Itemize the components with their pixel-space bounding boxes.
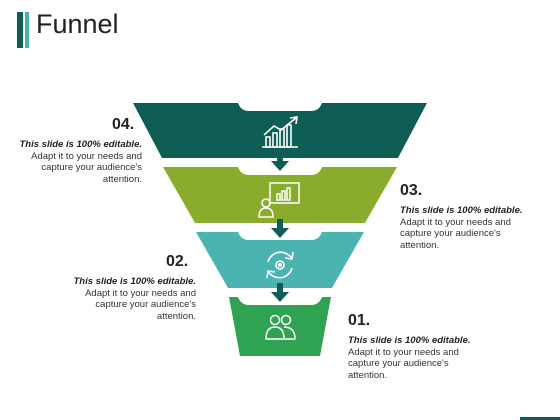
stage-lead-01: This slide is 100% editable. xyxy=(348,335,471,346)
stage-lead-04: This slide is 100% editable. xyxy=(19,139,143,150)
stage-number-04: 04. xyxy=(112,116,135,133)
presentation-icon xyxy=(258,182,300,218)
stage-number-03: 03. xyxy=(400,182,423,199)
title-accent-bar xyxy=(17,12,23,48)
title-accent-bar-light xyxy=(25,12,29,48)
refresh-gear-icon xyxy=(266,251,294,279)
funnel-stage-01 xyxy=(229,297,331,356)
stage-label-03: 03. This slide is 100% editable. Adapt i… xyxy=(400,182,530,251)
stage-number-02: 02. xyxy=(166,253,189,270)
stage-number-01: 01. xyxy=(348,312,371,329)
stage-body-01: Adapt it to your needs and capture your … xyxy=(348,346,459,381)
corner-accent xyxy=(520,417,560,420)
stage-label-01: 01. This slide is 100% editable. Adapt i… xyxy=(348,312,478,381)
connector-arrow-02-01 xyxy=(271,283,289,302)
stage-label-04: 04. This slide is 100% editable. Adapt i… xyxy=(12,116,143,185)
stage-body-03: Adapt it to your needs and capture your … xyxy=(400,216,511,251)
funnel-stage-02 xyxy=(196,232,364,288)
growth-chart-icon xyxy=(262,116,298,148)
stage-lead-02: This slide is 100% editable. xyxy=(73,276,197,287)
stage-body-02: Adapt it to your needs and capture your … xyxy=(85,287,196,322)
stage-body-04: Adapt it to your needs and capture your … xyxy=(31,150,142,185)
stage-label-02: 02. This slide is 100% editable. Adapt i… xyxy=(66,253,197,322)
people-icon xyxy=(265,314,296,340)
connector-arrow-03-02 xyxy=(271,219,289,238)
stage-lead-03: This slide is 100% editable. xyxy=(400,205,523,216)
connector-arrow-04-03 xyxy=(271,152,289,171)
page-title: Funnel xyxy=(36,9,119,39)
